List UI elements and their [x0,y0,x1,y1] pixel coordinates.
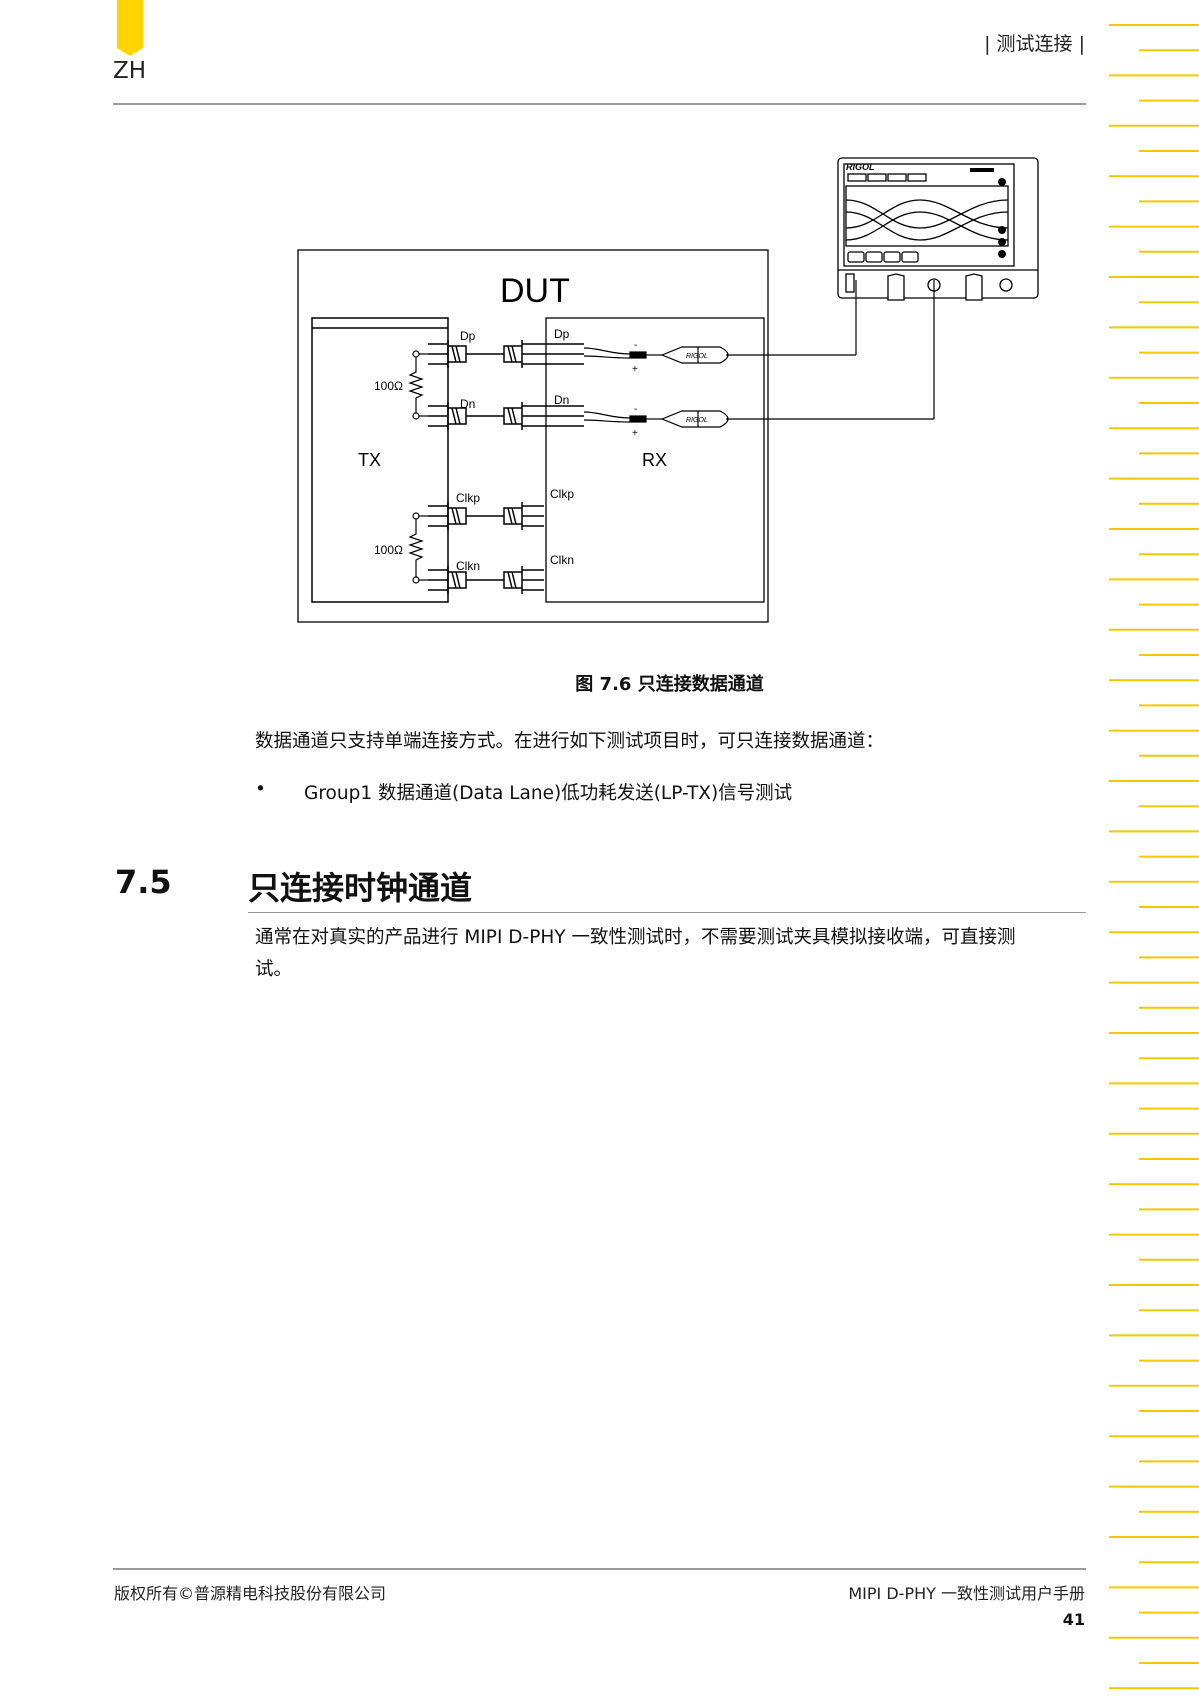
tx-pin-dn: Dn [460,397,475,411]
dut-box [297,249,769,623]
language-label: ZH [113,58,147,84]
paragraph-1: 数据通道只支持单端连接方式。在进行如下测试项目时，可只连接数据通道： [255,731,885,752]
probe-minus-1: - [634,340,637,351]
margin-marks [1109,24,1199,1690]
tx-label: TX [358,450,381,470]
rx-pin-clkp: Clkp [550,487,574,501]
figure-caption: 图 7.6 只连接数据通道 [575,674,764,695]
page-number: 41 [1062,1610,1085,1629]
scope-brand: RIGOL [846,162,875,172]
oscilloscope [837,157,1039,299]
probe-brand-1: RIGOL [686,353,708,360]
running-header: | 测试连接 | [984,33,1085,55]
footer-copyright: 版权所有©普源精电科技股份有限公司 [114,1584,387,1603]
probe-plus-2: + [632,428,638,439]
connector-row [428,566,544,594]
tx-pin-dp: Dp [460,329,476,343]
paragraph-2-line-1: 通常在对真实的产品进行 MIPI D-PHY 一致性测试时，不需要测试夹具模拟接… [255,927,1016,948]
connector-row [428,502,544,530]
tx-box [311,317,449,603]
footer-rule [113,1568,1086,1570]
rx-box [545,317,765,603]
rx-pin-dn: Dn [554,393,569,407]
resistor-label-1: 100Ω [374,379,403,393]
connector-row [428,340,584,368]
footer-manual-title: MIPI D-PHY 一致性测试用户手册 [848,1584,1085,1603]
paragraph-2-line-2: 试。 [255,959,293,980]
section-number: 7.5 [115,863,172,901]
probe-minus-2: - [634,404,637,415]
header-rule [113,103,1086,105]
probe-brand-2: RIGOL [686,417,708,424]
probe-plus-1: + [632,364,638,375]
connector-row [428,402,584,430]
bullet-symbol: • [255,779,266,800]
section-rule [248,912,1086,913]
dut-label: DUT [500,272,570,310]
rx-pin-clkn: Clkn [550,553,574,567]
tx-pin-clkp: Clkp [456,491,480,505]
rx-pin-dp: Dp [554,327,570,341]
chapter-tab [117,0,143,56]
section-title: 只连接时钟通道 [248,869,473,907]
connection-diagram: DUT TX RX Dp Dn Clkp Clkn Dp Dn Clkp Clk… [297,157,1039,623]
resistor-label-2: 100Ω [374,543,403,557]
tx-pin-clkn: Clkn [456,559,480,573]
bullet-item: Group1 数据通道(Data Lane)低功耗发送(LP-TX)信号测试 [304,783,793,804]
rx-label: RX [642,450,667,470]
